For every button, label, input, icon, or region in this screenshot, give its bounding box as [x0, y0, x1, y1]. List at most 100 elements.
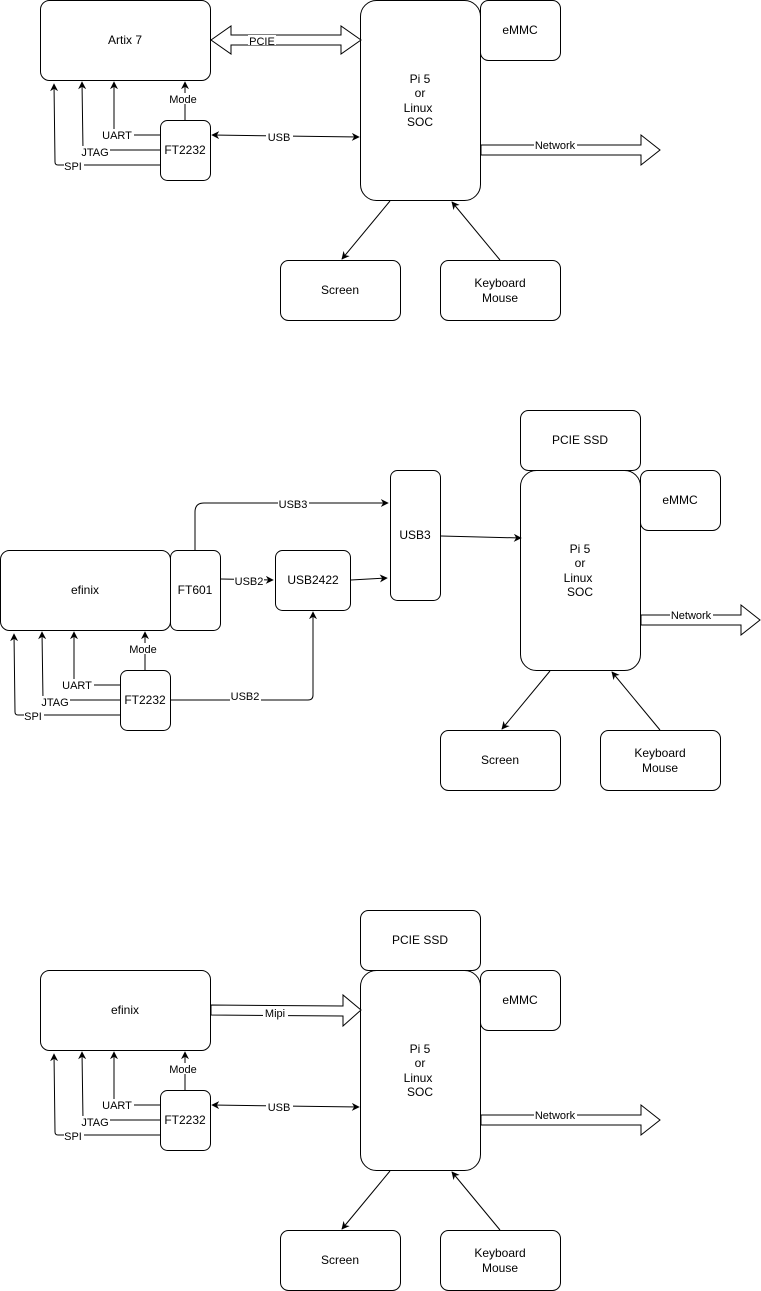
spi-label: SPI [64, 161, 82, 173]
usb3-block[interactable]: USB3 [390, 470, 441, 601]
pcie-ssd-block[interactable]: PCIE SSD [520, 410, 641, 471]
jtag-label: JTAG [81, 147, 108, 159]
emmc-label: eMMC [502, 23, 538, 37]
emmc-block[interactable]: eMMC [480, 970, 561, 1031]
screen-block[interactable]: Screen [280, 1230, 401, 1291]
soc-block[interactable]: Pi 5 or Linux SOC [360, 970, 481, 1171]
usb3-to-soc-arrow [440, 533, 522, 542]
network-link: Network [640, 603, 761, 637]
diagram-artix7: Artix 7 Pi 5 or Linux SOC eMMC FT2232 Sc… [40, 0, 661, 321]
keyboard-mouse-block[interactable]: Keyboard Mouse [600, 730, 721, 791]
usb2422-label: USB2422 [287, 573, 339, 587]
keyboard-mouse-block[interactable]: Keyboard Mouse [440, 1230, 561, 1291]
emmc-block[interactable]: eMMC [480, 0, 561, 61]
usb3-label: USB3 [399, 528, 431, 542]
uart-signal: UART [101, 81, 160, 142]
soc-label-line3: Linux [404, 101, 433, 115]
uart-signal: UART [101, 1051, 160, 1112]
mipi-link: Mipi [210, 993, 362, 1028]
soc-label-line2: or [415, 1056, 426, 1070]
emmc-label: eMMC [662, 493, 698, 507]
soc-label-line1: Pi 5 [570, 542, 591, 556]
soc-label-line3: Linux [404, 1071, 433, 1085]
network-link-label: Network [671, 610, 712, 622]
keyboard-label: Keyboard [634, 746, 685, 760]
pcie-ssd-block[interactable]: PCIE SSD [360, 910, 481, 971]
uart-label: UART [102, 1100, 132, 1112]
network-link-label: Network [535, 140, 576, 152]
screen-block[interactable]: Screen [440, 730, 561, 791]
mipi-link-label: Mipi [265, 1008, 285, 1020]
emmc-label: eMMC [502, 993, 538, 1007]
ft2232-block[interactable]: FT2232 [160, 1090, 211, 1151]
keyboard-mouse-block[interactable]: Keyboard Mouse [440, 260, 561, 321]
usb3-link-label: USB3 [279, 499, 308, 511]
pcie-link-label: PCIE [249, 36, 275, 48]
jtag-label: JTAG [41, 697, 68, 709]
keyboard-to-soc-arrow [451, 1171, 501, 1231]
jtag-signal: JTAG [78, 1051, 160, 1129]
soc-label-line1: Pi 5 [410, 72, 431, 86]
ft2232-block[interactable]: FT2232 [120, 670, 171, 731]
jtag-signal: JTAG [38, 631, 120, 709]
jtag-label: JTAG [81, 1117, 108, 1129]
mode-signal: Mode [127, 631, 159, 670]
diagram-efinix-mipi: PCIE SSD efinix Pi 5 or Linux SOC eMMC F… [40, 910, 661, 1291]
ft601-label: FT601 [178, 583, 213, 597]
keyboard-label: Keyboard [474, 276, 525, 290]
usb-link-label: USB [268, 132, 291, 144]
uart-label: UART [102, 130, 132, 142]
soc-block[interactable]: Pi 5 or Linux SOC [520, 470, 641, 671]
diagram-efinix-usb3: PCIE SSD Pi 5 or Linux SOC eMMC USB3 efi… [0, 410, 761, 791]
spi-signal: SPI [10, 633, 120, 723]
spi-label: SPI [64, 1131, 82, 1143]
mouse-label: Mouse [642, 761, 678, 775]
usb2-link-ft2232: USB2 [171, 611, 317, 703]
mode-label: Mode [129, 644, 157, 656]
mouse-label: Mouse [482, 291, 518, 305]
soc-to-screen-arrow [341, 200, 391, 260]
ft2232-label: FT2232 [124, 693, 166, 707]
ft2232-block[interactable]: FT2232 [160, 120, 211, 181]
soc-block[interactable]: Pi 5 or Linux SOC [360, 0, 481, 201]
spi-label: SPI [24, 711, 42, 723]
uart-label: UART [62, 680, 92, 692]
mouse-label: Mouse [482, 1261, 518, 1275]
soc-to-screen-arrow [341, 1170, 391, 1230]
network-link: Network [480, 1103, 661, 1137]
keyboard-to-soc-arrow [611, 671, 661, 731]
spi-signal: SPI [50, 1053, 160, 1143]
screen-block[interactable]: Screen [280, 260, 401, 321]
network-link-label: Network [535, 1110, 576, 1122]
pcie-link: PCIE [210, 25, 362, 55]
mode-signal: Mode [167, 1051, 199, 1090]
network-link: Network [480, 133, 661, 167]
screen-label: Screen [321, 283, 359, 297]
soc-label-line4: SOC [407, 115, 433, 129]
usb2-link-b-label: USB2 [231, 691, 260, 703]
usb2422-block[interactable]: USB2422 [275, 550, 351, 611]
ft2232-label: FT2232 [164, 1113, 206, 1127]
keyboard-to-soc-arrow [451, 201, 501, 261]
fpga-block[interactable]: efinix [40, 970, 211, 1051]
fpga-label: Artix 7 [108, 33, 142, 47]
ft601-block[interactable]: FT601 [170, 550, 221, 631]
soc-label-line2: or [575, 556, 586, 570]
jtag-signal: JTAG [78, 81, 160, 159]
screen-label: Screen [481, 753, 519, 767]
pcie-ssd-label: PCIE SSD [552, 433, 608, 447]
usb3-link: USB3 [194, 498, 389, 550]
usb2-link-ft601: USB2 [220, 575, 274, 588]
usb-link: USB [211, 1101, 360, 1114]
soc-to-screen-arrow [501, 670, 551, 730]
soc-label-line3: Linux [564, 571, 593, 585]
emmc-block[interactable]: eMMC [640, 470, 721, 531]
fpga-label: efinix [111, 1003, 139, 1017]
fpga-block[interactable]: efinix [0, 550, 171, 631]
keyboard-label: Keyboard [474, 1246, 525, 1260]
soc-label-line2: or [415, 86, 426, 100]
fpga-block[interactable]: Artix 7 [40, 0, 211, 81]
uart-signal: UART [61, 631, 120, 692]
mode-label: Mode [169, 94, 197, 106]
